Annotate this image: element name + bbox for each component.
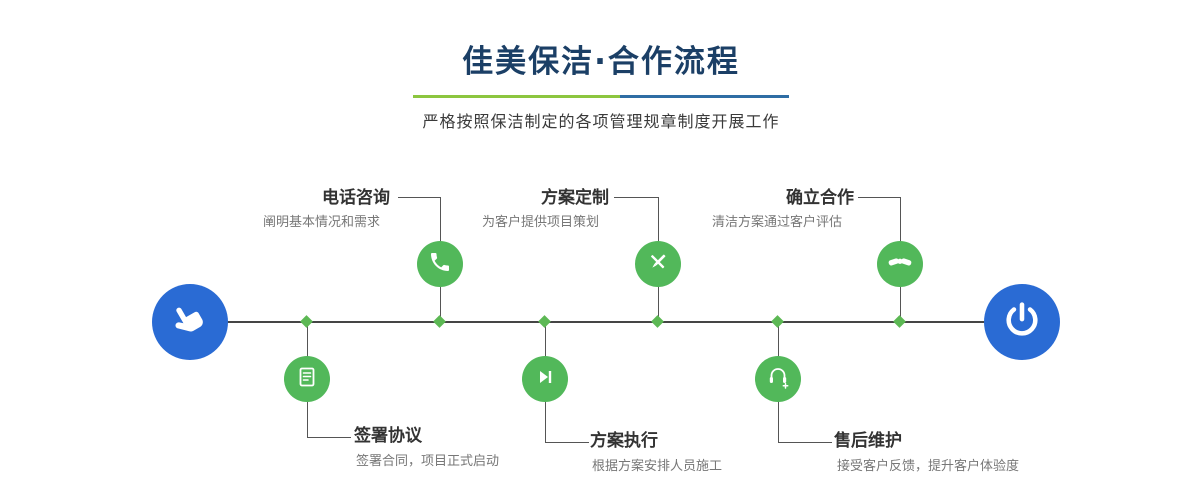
page-subtitle: 严格按照保洁制定的各项管理规章制度开展工作: [422, 112, 780, 131]
step-title-after-sales: 售后维护: [834, 431, 902, 451]
timeline-end-node: [984, 284, 1060, 360]
step-desc-plan-custom: 为客户提供项目策划: [482, 215, 600, 230]
page-title: 佳美保洁·合作流程: [462, 44, 740, 80]
step-desc-after-sales: 接受客户反馈，提升客户体验度: [837, 459, 1020, 474]
step-node-establish-coop: [877, 241, 923, 287]
connector-line: [858, 197, 900, 198]
timeline-start-node: [152, 284, 228, 360]
connector-line: [614, 197, 658, 198]
connector-line: [307, 437, 351, 438]
pencil-ruler-icon: [646, 250, 670, 278]
step-title-sign-agreement: 签署协议: [354, 426, 422, 446]
timeline-diamond: [538, 315, 551, 328]
phone-icon: [428, 250, 452, 278]
step-title-establish-coop: 确立合作: [786, 188, 854, 208]
timeline-diamond: [771, 315, 784, 328]
connector-line: [545, 442, 589, 443]
step-title-plan-custom: 方案定制: [541, 188, 609, 208]
document-icon: [295, 365, 319, 393]
step-title-phone-consult: 电话咨询: [322, 188, 390, 208]
step-desc-plan-execute: 根据方案安排人员施工: [592, 459, 723, 474]
step-desc-phone-consult: 阐明基本情况和需求: [263, 215, 381, 230]
step-node-phone-consult: [417, 241, 463, 287]
step-title-plan-execute: 方案执行: [590, 431, 658, 451]
step-node-plan-custom: [635, 241, 681, 287]
step-node-sign-agreement: [284, 356, 330, 402]
hand-pointer-icon: [162, 293, 219, 351]
timeline-diamond: [651, 315, 664, 328]
timeline-diamond: [433, 315, 446, 328]
step-node-after-sales: [755, 356, 801, 402]
handshake-icon: [887, 249, 913, 279]
step-desc-establish-coop: 清洁方案通过客户评估: [712, 215, 843, 230]
title-underline: [413, 95, 789, 98]
connector-line: [398, 197, 440, 198]
step-node-plan-execute: [522, 356, 568, 402]
headset-plus-icon: [766, 365, 790, 393]
timeline-diamond: [300, 315, 313, 328]
step-desc-sign-agreement: 签署合同，项目正式启动: [356, 454, 500, 469]
play-next-icon: [533, 365, 557, 393]
timeline-line: [190, 321, 1022, 323]
timeline-diamond: [893, 315, 906, 328]
power-icon: [1001, 299, 1043, 345]
connector-line: [778, 442, 832, 443]
